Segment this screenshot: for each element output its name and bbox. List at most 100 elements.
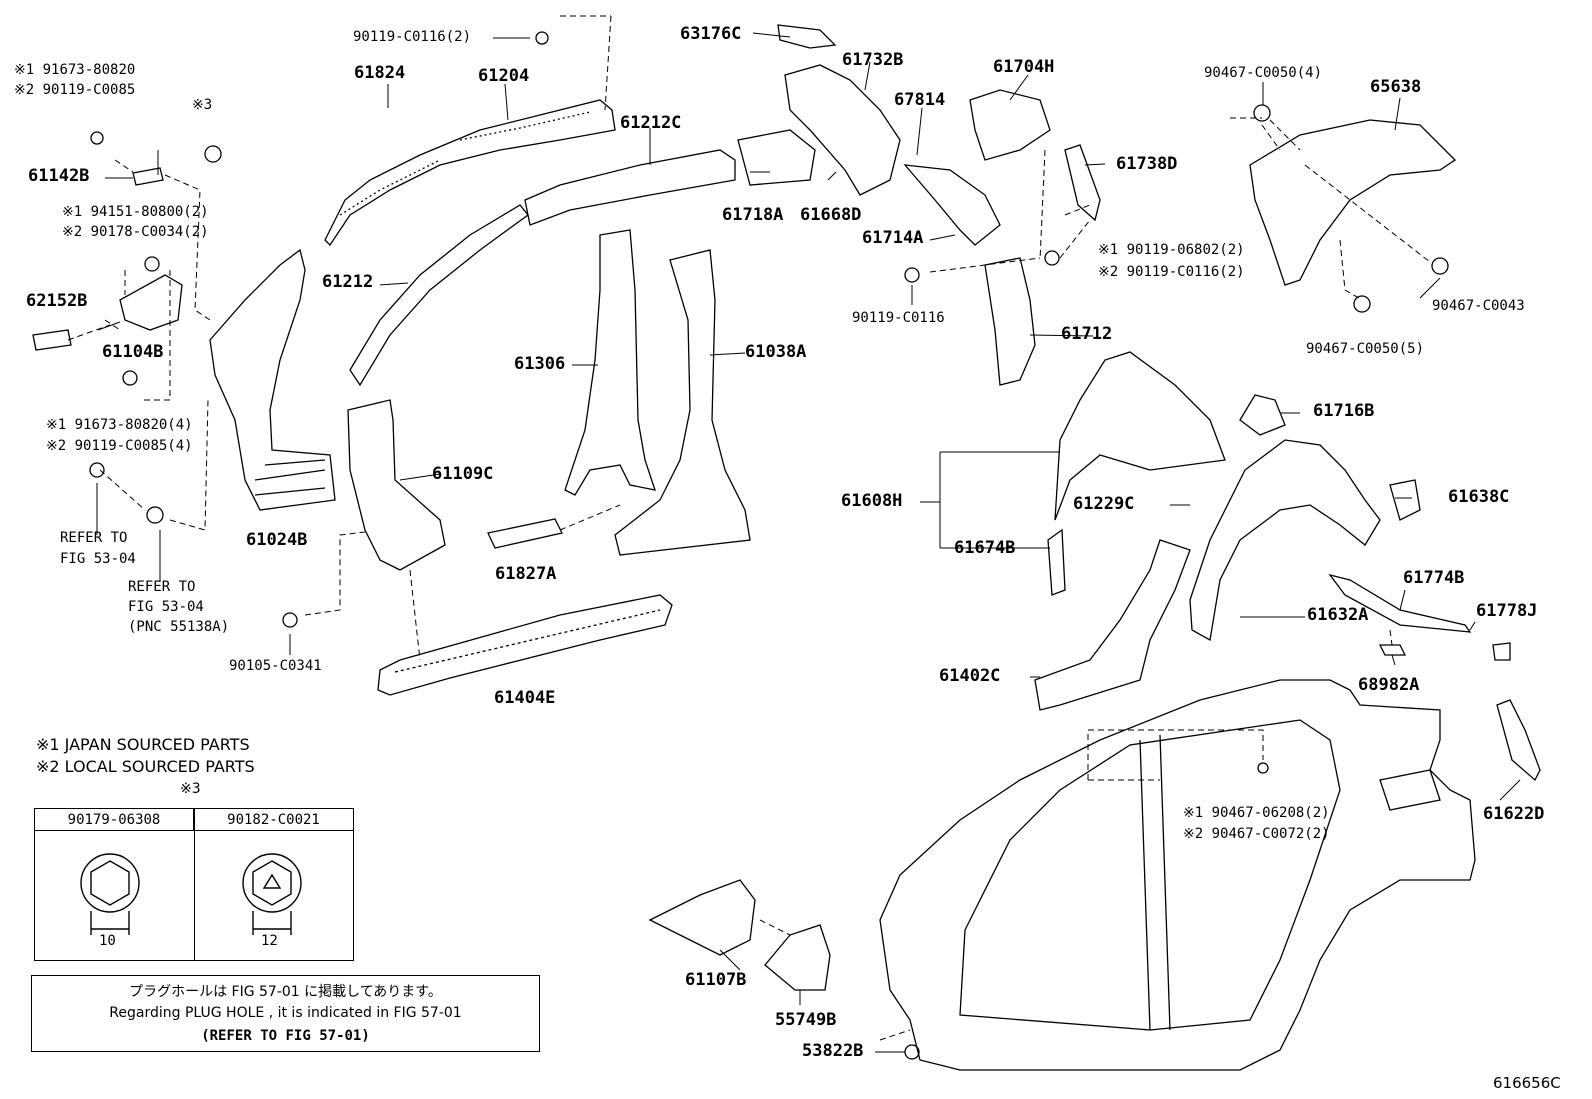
part-61632a-outer-wheel-house (1189, 439, 1381, 642)
label-mark3: ※3 (192, 97, 213, 113)
label-61038a: 61038A (745, 342, 807, 362)
label-61732b: 61732B (842, 50, 904, 70)
label-61306: 61306 (514, 354, 566, 374)
part-61204-roof-rail (324, 99, 616, 247)
legend-note-1: ※1 JAPAN SOURCED PARTS (36, 735, 250, 754)
label-61142b: 61142B (28, 166, 90, 186)
nut-table-right-part: 90182-C0021 (194, 809, 353, 831)
label-55749b: 55749B (775, 1010, 837, 1030)
label-refer2-line1: REFER TO (128, 579, 196, 595)
part-90105-c0341-bolt (282, 612, 298, 628)
label-91673-80820: ※1 91673-80820 (14, 62, 136, 78)
label-61638c: 61638C (1448, 487, 1510, 507)
label-91673-80820-4: ※1 91673-80820(4) (46, 417, 193, 433)
part-62152b-pad (32, 329, 72, 351)
label-61608h: 61608H (841, 491, 903, 511)
label-61212c: 61212C (620, 113, 682, 133)
label-53822b: 53822B (802, 1041, 864, 1061)
label-61229c: 61229C (1073, 494, 1135, 514)
plug-hole-note-en: Regarding PLUG HOLE , it is indicated in… (109, 1005, 462, 1021)
label-90119-c0085: ※2 90119-C0085 (14, 82, 136, 98)
part-61142b-clip (132, 167, 164, 186)
part-61109c-inner-pillar (347, 399, 446, 571)
label-68982a: 68982A (1358, 675, 1420, 695)
legend-note-2: ※2 LOCAL SOURCED PARTS (36, 757, 255, 776)
label-67814: 67814 (894, 90, 946, 110)
label-61778j: 61778J (1476, 601, 1538, 621)
part-90467-c0050-5-clip (1353, 295, 1371, 313)
label-90119-06802: ※1 90119-06802(2) (1098, 242, 1245, 258)
label-61104b: 61104B (102, 342, 164, 362)
label-61774b: 61774B (1403, 568, 1465, 588)
label-61824: 61824 (354, 63, 406, 83)
part-bolt-refer (89, 462, 105, 478)
part-61024b-front-pillar (209, 248, 336, 511)
label-62152b: 62152B (26, 291, 88, 311)
figure-code: 616656C (1493, 1074, 1561, 1092)
part-90467-06208-clip (1257, 762, 1269, 774)
label-refer1-line2: FIG 53-04 (60, 551, 136, 567)
part-61212c-roof-side-rail (524, 149, 736, 226)
part-61716b-bracket (1239, 394, 1286, 436)
label-90119-c0116: 90119-C0116 (852, 310, 945, 326)
part-61704h-bracket (969, 89, 1051, 161)
part-61738d-plate (1064, 144, 1101, 222)
part-61608h-wheel-house (1054, 351, 1226, 521)
part-61718a-bracket (737, 129, 816, 186)
part-90119-c0116-bolt (535, 31, 549, 45)
label-61714a: 61714A (862, 228, 924, 248)
part-94151-80800-nut (144, 256, 160, 272)
label-61704h: 61704H (993, 57, 1055, 77)
part-61622d-extension (1496, 699, 1541, 782)
label-90467-c0050-4: 90467-C0050(4) (1204, 65, 1323, 81)
part-61404e-rocker (377, 594, 673, 696)
label-61107b: 61107B (685, 970, 747, 990)
part-side-outer-panel (879, 679, 1476, 1071)
part-61107b-bracket (648, 879, 756, 956)
part-61712-extension (984, 257, 1036, 386)
label-61712: 61712 (1061, 324, 1113, 344)
part-61674b-bracket (1047, 528, 1066, 596)
nut-right-icon (242, 853, 302, 913)
label-61668d: 61668D (800, 205, 862, 225)
label-61024b: 61024B (246, 530, 308, 550)
label-63176c: 63176C (680, 24, 742, 44)
label-90105-c0341: 90105-C0341 (229, 658, 322, 674)
part-61104b-bracket (119, 274, 183, 331)
part-61732b-upper-pillar (784, 64, 901, 196)
part-90467-c0043-clip (1431, 257, 1449, 275)
part-hinge-refer (146, 506, 164, 524)
label-61718a: 61718A (722, 205, 784, 225)
label-61674b: 61674B (954, 538, 1016, 558)
plug-hole-note-ja: プラグホールは FIG 57-01 に掲載してあります。 (129, 984, 442, 1000)
part-61038a-center-pillar-outer (614, 249, 751, 556)
part-61778j-clip (1492, 642, 1511, 661)
part-55749b-bracket (764, 924, 831, 991)
label-90119-c0085-4: ※2 90119-C0085(4) (46, 438, 193, 454)
plug-hole-note-ref: (REFER TO FIG 57-01) (201, 1028, 370, 1044)
nut-table-divider (194, 809, 195, 960)
part-91673-80820-bolt (90, 131, 104, 145)
label-61212: 61212 (322, 272, 374, 292)
label-94151-80800: ※1 94151-80800(2) (62, 204, 209, 220)
nut-table-drawings (80, 853, 302, 935)
part-61714a-brace (903, 164, 1001, 246)
label-90119-c0116-2: 90119-C0116(2) (353, 29, 472, 45)
nut-table: 90179-06308 90182-C0021 10 12 (34, 808, 354, 961)
part-61212-rail (349, 204, 529, 387)
part-nut-mark3 (204, 145, 222, 163)
part-68982a-seal (1378, 644, 1407, 656)
label-61827a: 61827A (495, 564, 557, 584)
label-refer2-line2: FIG 53-04 (128, 599, 204, 615)
part-61638c-plate (1389, 479, 1421, 521)
part-61402c-quarter-inner (1034, 539, 1191, 711)
plug-hole-note: プラグホールは FIG 57-01 に掲載してあります。 Regarding P… (31, 975, 540, 1052)
label-90467-c0043: 90467-C0043 (1432, 298, 1525, 314)
label-61404e: 61404E (494, 688, 556, 708)
label-61622d: 61622D (1483, 804, 1545, 824)
label-61738d: 61738D (1116, 154, 1178, 174)
part-53822b-plug (904, 1044, 920, 1060)
part-61774b-strap (1328, 573, 1472, 633)
label-65638: 65638 (1370, 77, 1422, 97)
